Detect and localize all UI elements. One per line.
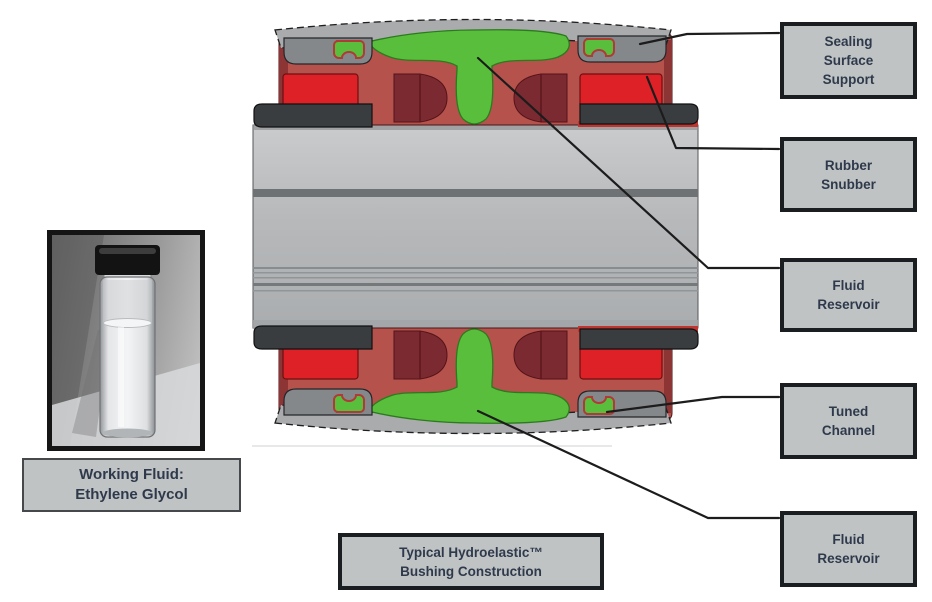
leader-sealing-surface-support: [638, 31, 781, 46]
callout-line: Reservoir: [817, 551, 880, 566]
callout-line: Surface: [823, 53, 874, 68]
working-fluid-photo: [47, 230, 205, 451]
caption-line: Bushing Construction: [400, 563, 542, 579]
leader-tuned-channel: [605, 395, 781, 414]
bushing-upper-half: [253, 18, 699, 128]
glass-highlight: [118, 327, 124, 427]
liquid-meniscus: [103, 318, 152, 328]
callout-line: Channel: [821, 423, 876, 438]
callout-fluid-reservoir-lower: Fluid Reservoir: [780, 511, 917, 587]
callout-line: Rubber: [824, 157, 873, 173]
vial: [95, 245, 160, 438]
callout-line: Sealing: [824, 34, 873, 49]
callout-fluid-reservoir-upper: Fluid Reservoir: [780, 258, 917, 332]
working-fluid-label: Working Fluid: Ethylene Glycol: [22, 458, 241, 512]
shaft-center-groove: [253, 189, 698, 197]
leader-lines: [476, 31, 781, 520]
callout-line: Fluid: [832, 532, 865, 547]
caption-line: Typical Hydroelastic™: [399, 544, 543, 560]
callout-line: Snubber: [821, 176, 876, 192]
bushing-lower-half: [253, 325, 699, 435]
shaft-bottom-shadow: [253, 320, 698, 328]
shaft-ring-grooves: [253, 267, 698, 292]
leader-rubber-snubber: [645, 75, 781, 151]
vial-cap-highlight: [99, 248, 156, 254]
callout-tuned-channel: Tuned Channel: [780, 383, 917, 459]
callout-line: Tuned: [828, 404, 869, 419]
vial-base: [102, 428, 153, 438]
working-fluid-line: Ethylene Glycol: [75, 486, 188, 503]
leader-fluid-reservoir-upper: [476, 56, 781, 270]
photo-backdrop-shadow: [52, 235, 104, 446]
figure-caption: Typical Hydroelastic™ Bushing Constructi…: [338, 533, 604, 590]
callout-line: Reservoir: [817, 297, 880, 312]
callout-sealing-surface-support: Sealing Surface Support: [780, 22, 917, 99]
vial-air-gap: [103, 280, 152, 322]
shaft: [252, 124, 699, 329]
shaft-body: [252, 124, 699, 329]
callout-line: Fluid: [832, 278, 865, 293]
vial-photo-art: [52, 235, 200, 446]
leader-fluid-reservoir-lower: [476, 409, 781, 520]
working-fluid-line: Working Fluid:: [79, 466, 184, 483]
callout-line: Support: [822, 72, 875, 87]
callout-rubber-snubber: Rubber Snubber: [780, 137, 917, 212]
shaft-top-shadow: [253, 125, 698, 130]
